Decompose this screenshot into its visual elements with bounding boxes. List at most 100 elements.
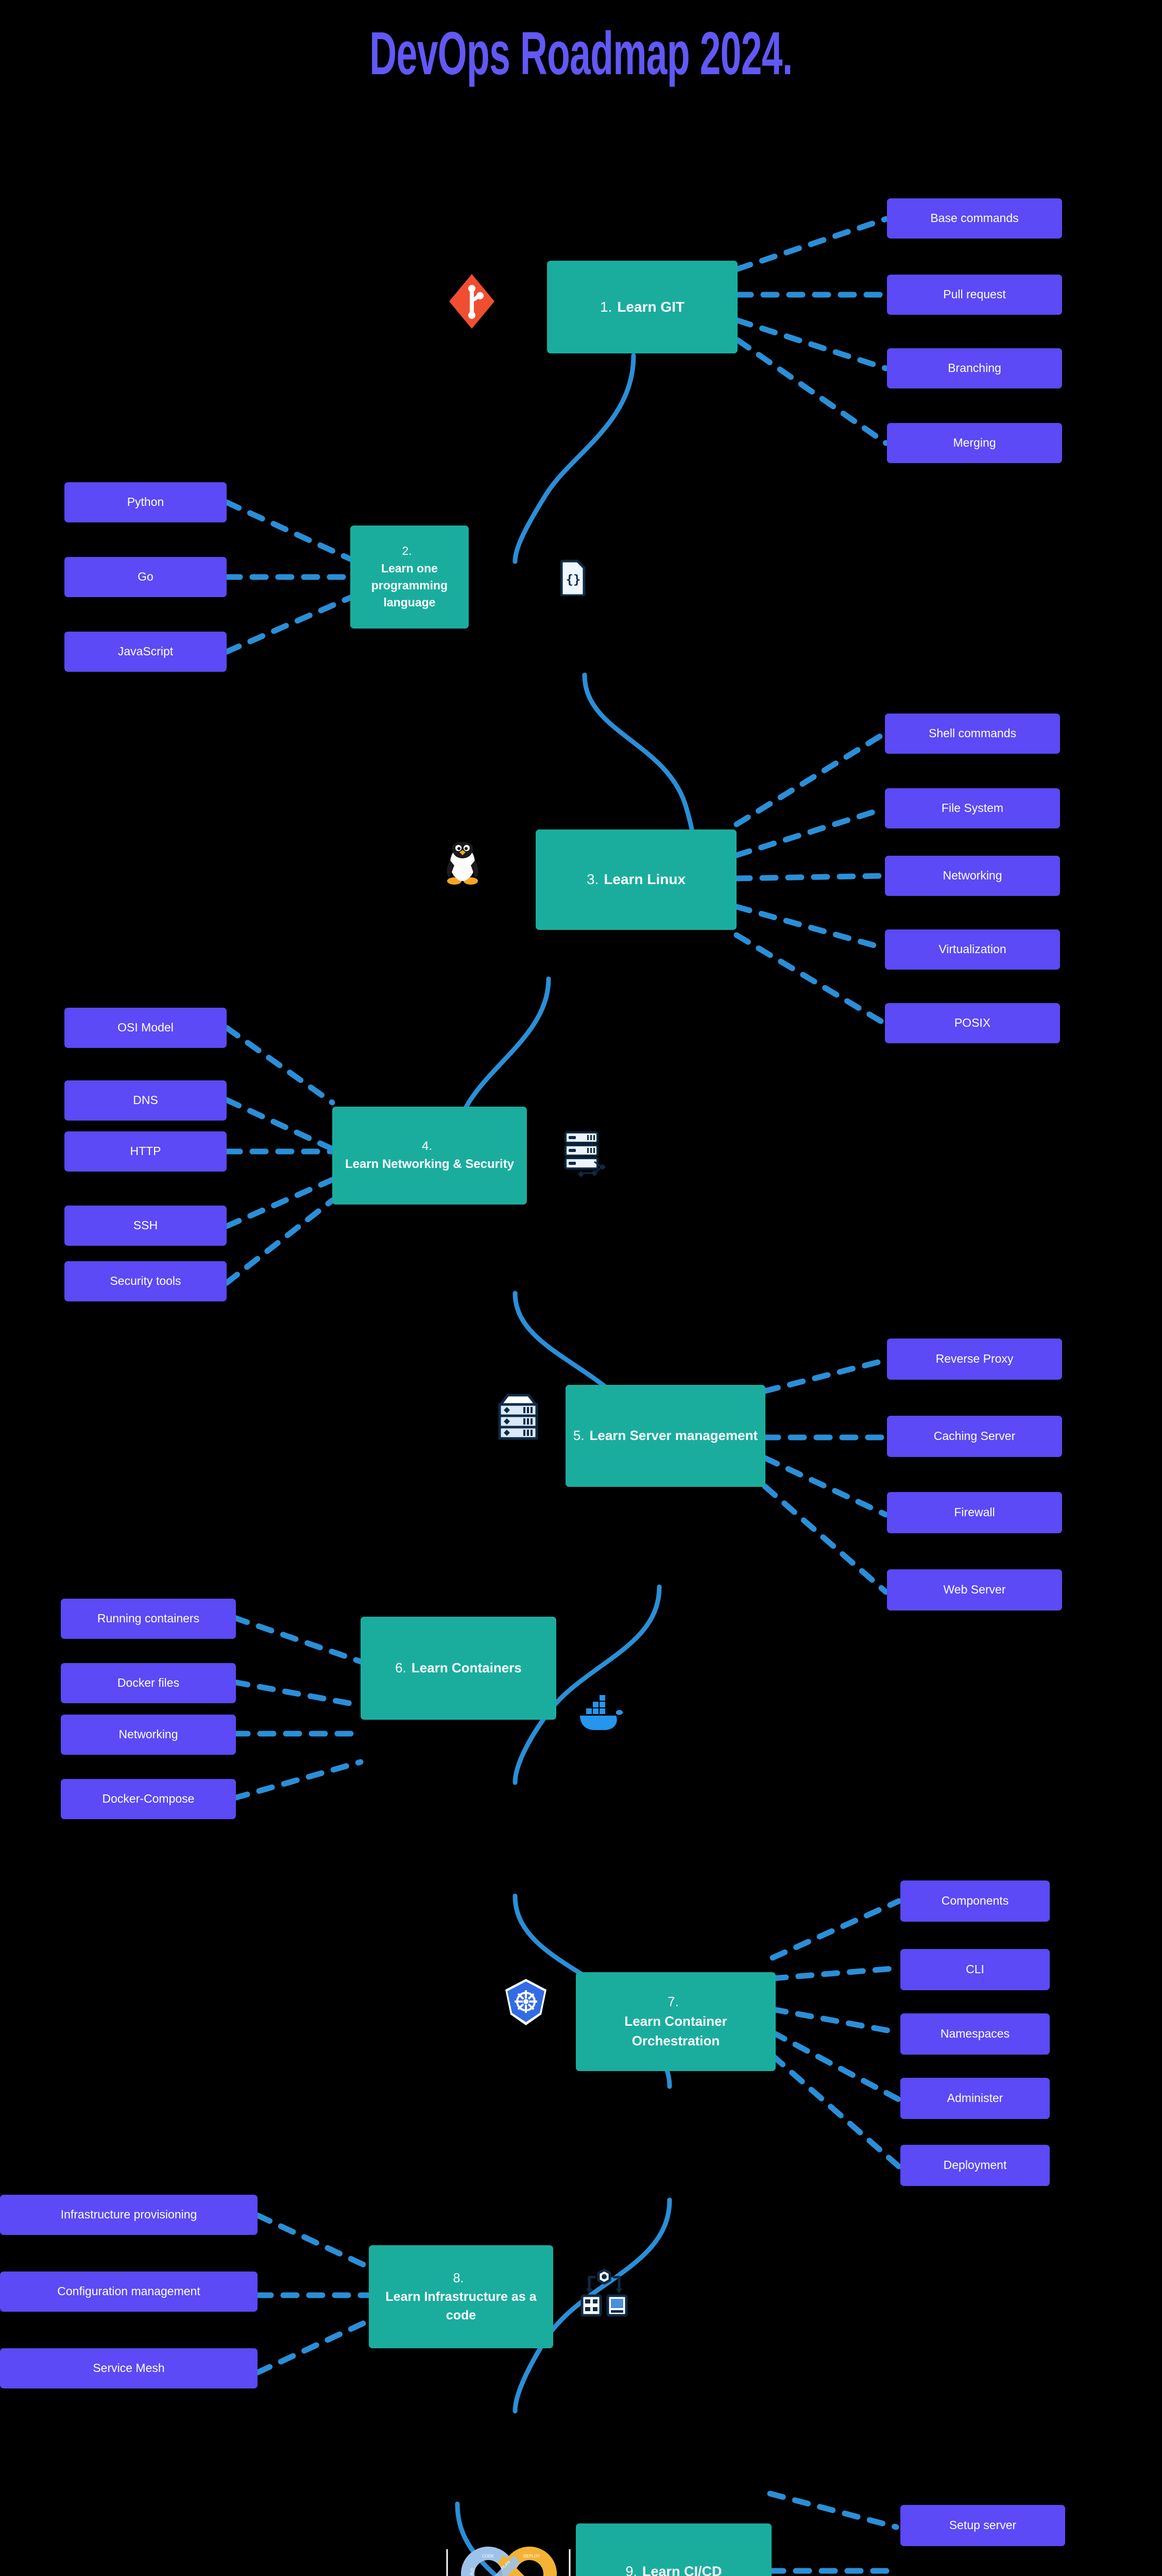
sub-item-3-1[interactable]: File System	[885, 788, 1060, 828]
sub-item-8-0[interactable]: Infrastructure provisioning	[0, 2195, 258, 2235]
sub-item-label: Docker-Compose	[102, 1792, 195, 1806]
sub-item-2-1[interactable]: Go	[64, 557, 227, 597]
wire-8-0	[254, 2212, 371, 2270]
sub-item-5-2[interactable]: Firewall	[887, 1492, 1062, 1533]
sub-item-6-2[interactable]: Networking	[61, 1715, 236, 1755]
main-node-2-label: Learn one programming language	[371, 561, 448, 609]
main-node-8[interactable]: 8. Learn Infrastructure as a code	[369, 2245, 553, 2348]
spine-1-2	[512, 353, 636, 564]
main-node-5[interactable]: 5. Learn Server management	[566, 1385, 765, 1487]
sub-item-8-2[interactable]: Service Mesh	[0, 2348, 258, 2388]
main-node-3-label: Learn Linux	[604, 871, 686, 888]
sub-item-label: Docker files	[117, 1676, 180, 1690]
sub-item-5-3[interactable]: Web Server	[887, 1569, 1062, 1611]
sub-item-1-1[interactable]: Pull request	[887, 275, 1062, 315]
sub-item-7-2[interactable]: Namespaces	[900, 2013, 1050, 2055]
sub-item-2-0[interactable]: Python	[64, 482, 227, 522]
sub-item-1-3[interactable]: Merging	[887, 423, 1062, 463]
main-node-9-number: 9.	[625, 2564, 637, 2576]
sub-item-label: Networking	[118, 1727, 178, 1741]
sub-item-1-0[interactable]: Base commands	[887, 198, 1062, 239]
wire-9-0	[767, 2490, 899, 2530]
wire-3-2	[733, 873, 886, 882]
sub-item-7-3[interactable]: Administer	[900, 2078, 1050, 2119]
sub-item-6-3[interactable]: Docker-Compose	[61, 1779, 236, 1819]
wire-5-2	[762, 1455, 889, 1518]
wire-4-0	[224, 1025, 335, 1106]
sub-item-label: Security tools	[110, 1274, 181, 1288]
wire-5-0	[762, 1357, 889, 1394]
spine-8-9	[455, 2501, 500, 2576]
wire-8-2	[254, 2318, 371, 2376]
wire-4-1	[224, 1097, 335, 1152]
svg-text:DEPLOY: DEPLOY	[523, 2554, 540, 2558]
code-file-icon: {}	[560, 559, 586, 599]
sub-item-4-0[interactable]: OSI Model	[64, 1008, 227, 1048]
sub-item-7-4[interactable]: Deployment	[900, 2145, 1050, 2186]
git-icon	[448, 273, 495, 332]
sub-item-label: Running containers	[97, 1612, 200, 1625]
sub-item-label: CLI	[966, 1962, 984, 1976]
sub-item-5-1[interactable]: Caching Server	[887, 1416, 1062, 1457]
main-node-4-label: Learn Networking & Security	[345, 1157, 515, 1171]
sub-item-label: Configuration management	[57, 2284, 200, 2298]
server-rack-icon	[494, 1391, 542, 1443]
wire-1-0	[734, 216, 889, 272]
sub-item-label: Networking	[943, 869, 1002, 883]
wire-1-3	[734, 337, 889, 446]
wire-5-3	[762, 1483, 889, 1595]
sub-item-label: Reverse Proxy	[935, 1352, 1014, 1366]
sub-item-4-4[interactable]: Security tools	[64, 1261, 227, 1301]
sub-item-3-2[interactable]: Networking	[885, 856, 1060, 896]
sub-item-label: Deployment	[943, 2158, 1007, 2172]
main-node-9[interactable]: 9. Learn CI/CD	[576, 2523, 772, 2576]
wire-7-3	[770, 2029, 902, 2103]
sub-item-label: Web Server	[943, 1583, 1006, 1597]
main-node-4[interactable]: 4. Learn Networking & Security	[332, 1107, 527, 1205]
main-node-5-label: Learn Server management	[589, 1428, 758, 1444]
wire-7-1	[770, 1965, 902, 1981]
docker-whale-icon	[577, 1695, 624, 1735]
sub-item-7-0[interactable]: Components	[900, 1880, 1050, 1922]
main-node-9-label: Learn CI/CD	[642, 2564, 722, 2576]
wire-3-0	[733, 731, 886, 827]
wire-7-0	[770, 1898, 902, 1961]
sub-item-label: Administer	[947, 2091, 1003, 2105]
sub-item-label: OSI Model	[117, 1021, 174, 1035]
main-node-6-label: Learn Containers	[411, 1660, 522, 1676]
wire-3-3	[733, 904, 886, 951]
main-node-2[interactable]: 2. Learn one programming language	[350, 526, 469, 629]
wire-6-1	[231, 1679, 364, 1708]
main-node-7[interactable]: 7. Learn Container Orchestration	[576, 1972, 776, 2071]
sub-item-label: Base commands	[930, 211, 1019, 225]
sub-item-5-0[interactable]: Reverse Proxy	[887, 1338, 1062, 1380]
sub-item-label: Caching Server	[933, 1429, 1016, 1443]
sub-item-9-0[interactable]: Setup server	[900, 2505, 1065, 2546]
sub-item-4-2[interactable]: HTTP	[64, 1131, 227, 1172]
sub-item-3-4[interactable]: POSIX	[885, 1003, 1060, 1043]
sub-item-4-1[interactable]: DNS	[64, 1080, 227, 1121]
sub-item-6-1[interactable]: Docker files	[61, 1663, 236, 1703]
sub-item-6-0[interactable]: Running containers	[61, 1599, 236, 1639]
sub-item-label: POSIX	[954, 1016, 991, 1030]
sub-item-8-1[interactable]: Configuration management	[0, 2272, 258, 2312]
sub-item-3-3[interactable]: Virtualization	[885, 929, 1060, 970]
spine-7-8	[512, 2197, 672, 2414]
main-node-3[interactable]: 3. Learn Linux	[536, 829, 737, 930]
main-node-7-number: 7.	[668, 1994, 679, 2010]
sub-item-1-2[interactable]: Branching	[887, 348, 1062, 388]
sub-item-label: Merging	[953, 436, 996, 450]
main-node-4-number: 4.	[421, 1139, 432, 1154]
sub-item-7-1[interactable]: CLI	[900, 1949, 1050, 1990]
main-node-1[interactable]: 1. Learn GIT	[547, 261, 738, 353]
sub-item-label: Service Mesh	[93, 2361, 165, 2375]
kubernetes-icon	[502, 1977, 550, 2029]
main-node-1-number: 1.	[600, 298, 612, 315]
sub-item-4-3[interactable]: SSH	[64, 1206, 227, 1246]
wire-6-0	[231, 1615, 364, 1665]
wire-3-4	[733, 932, 886, 1026]
sub-item-2-2[interactable]: JavaScript	[64, 632, 227, 672]
sub-item-3-0[interactable]: Shell commands	[885, 714, 1060, 754]
sub-item-label: File System	[941, 801, 1004, 815]
main-node-6[interactable]: 6. Learn Containers	[361, 1617, 556, 1720]
